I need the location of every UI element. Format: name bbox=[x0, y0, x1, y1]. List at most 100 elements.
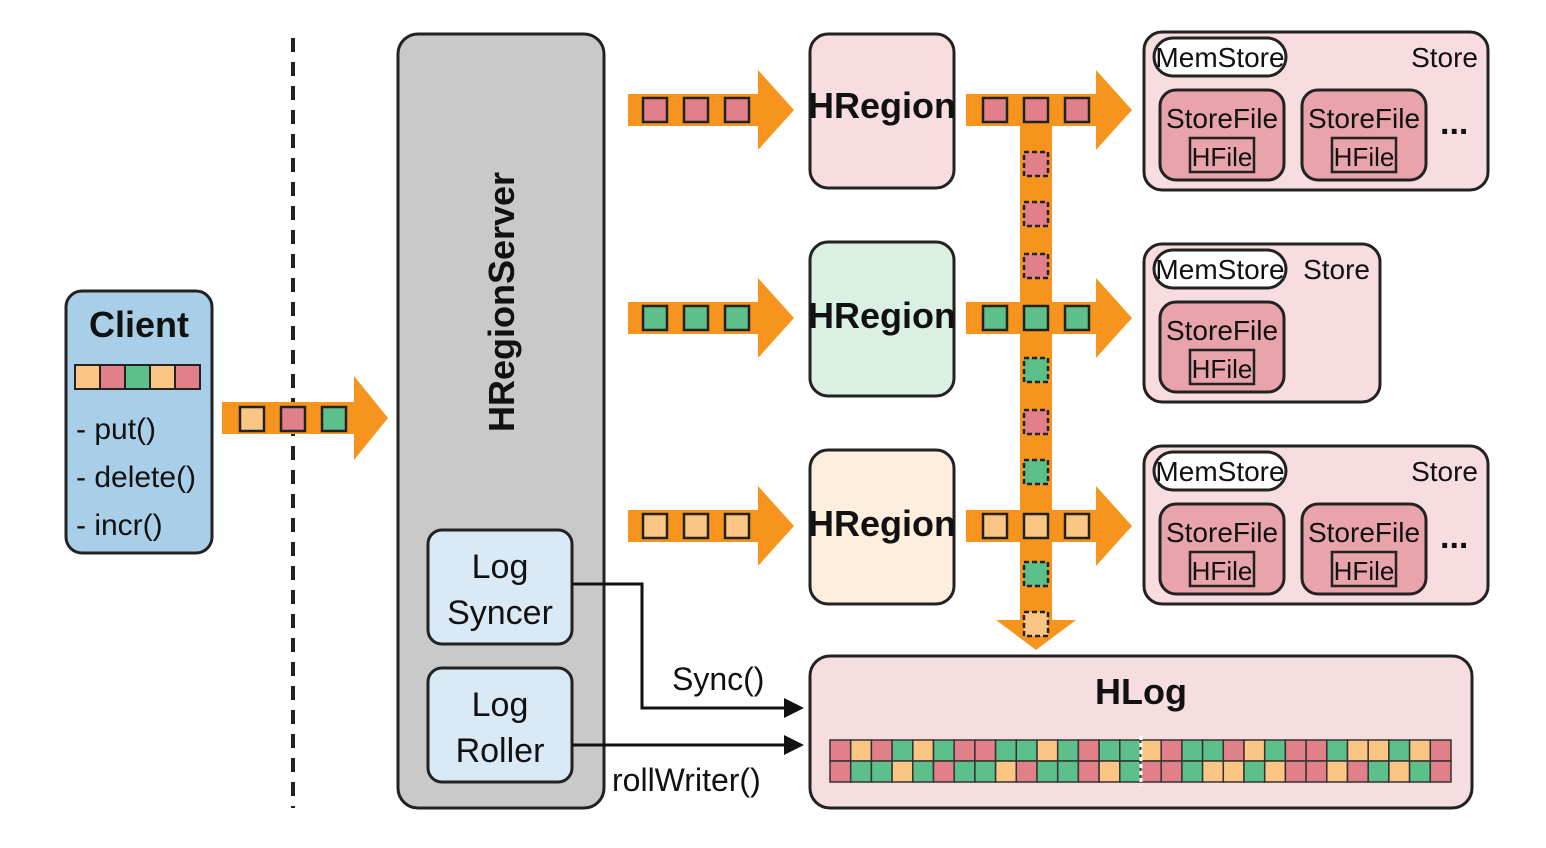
log-syncer-label-1: Log bbox=[472, 548, 529, 586]
store-box: MemStore Store StoreFile HFile StoreFile… bbox=[1142, 30, 1490, 192]
hregionserver-title: HRegionServer bbox=[481, 172, 522, 432]
hlog-entry-cell bbox=[1056, 760, 1080, 783]
hlog-entry-cell bbox=[1243, 760, 1266, 783]
memstore-label: MemStore bbox=[1155, 42, 1284, 73]
hlog-entry-cell bbox=[1181, 739, 1204, 762]
server-to-region-arrow bbox=[628, 486, 794, 566]
hlog-entry-cell bbox=[953, 760, 976, 783]
hlog-entry-cell bbox=[1326, 760, 1349, 783]
hlog-entry-cell bbox=[870, 760, 893, 783]
hlog-entry-cell bbox=[1346, 760, 1369, 783]
storefile-box: StoreFile HFile bbox=[1158, 502, 1286, 596]
store-label: Store bbox=[1411, 42, 1478, 73]
store-box: MemStore Store StoreFile HFile StoreFile… bbox=[1142, 444, 1490, 606]
hlog-entry-cell bbox=[1201, 739, 1225, 762]
memstore-label: MemStore bbox=[1155, 254, 1284, 285]
hlog-entry-cell bbox=[1388, 760, 1411, 783]
hlog-entry-cell bbox=[1201, 760, 1225, 783]
more-storefiles-ellipsis: ... bbox=[1440, 104, 1468, 142]
hlog-entry-cell bbox=[1098, 760, 1121, 783]
hlog-entry-cell bbox=[994, 760, 1018, 783]
client-title: Client bbox=[89, 304, 189, 345]
hlog-entry-cell bbox=[1408, 739, 1432, 762]
hlog-entry-cell bbox=[870, 739, 893, 762]
hlog-entry-cell bbox=[1077, 760, 1100, 783]
hlog-entry-strip bbox=[829, 736, 1452, 786]
hregion-box: HRegion bbox=[808, 448, 956, 606]
hlog-entry-cell bbox=[1139, 739, 1162, 762]
storefile-box: StoreFile HFile bbox=[1300, 88, 1428, 182]
hregion-label: HRegion bbox=[808, 85, 956, 126]
hfile-label: HFile bbox=[1334, 556, 1395, 586]
log-roller-box: Log Roller bbox=[426, 666, 574, 784]
hlog-entry-cell bbox=[849, 739, 873, 762]
storefile-label: StoreFile bbox=[1166, 315, 1278, 346]
hlog-entry-cell bbox=[912, 739, 935, 762]
server-to-region-arrow bbox=[628, 70, 794, 150]
storefile-box: StoreFile HFile bbox=[1158, 300, 1286, 394]
log-roller-label-1: Log bbox=[472, 686, 529, 724]
hlog-entry-cell bbox=[974, 760, 997, 783]
log-syncer-box: Log Syncer bbox=[426, 528, 574, 646]
hlog-entry-cell bbox=[1243, 739, 1266, 762]
hfile-label: HFile bbox=[1192, 556, 1253, 586]
hlog-entry-cell bbox=[1305, 760, 1328, 783]
storefile-label: StoreFile bbox=[1166, 517, 1278, 548]
hlog-box: HLog bbox=[808, 654, 1474, 810]
hregion-label: HRegion bbox=[808, 503, 956, 544]
hlog-entry-cell bbox=[1367, 760, 1390, 783]
hlog-entry-cell bbox=[1222, 760, 1245, 783]
hlog-entry-cell bbox=[1139, 760, 1162, 783]
hlog-entry-cell bbox=[1305, 739, 1328, 762]
client-method-put: - put() bbox=[76, 413, 156, 446]
sync-label: Sync() bbox=[672, 661, 764, 697]
hlog-entry-cell bbox=[1284, 739, 1307, 762]
hlog-entry-cell bbox=[1429, 760, 1452, 783]
roll-writer-label: rollWriter() bbox=[612, 762, 761, 798]
store-label: Store bbox=[1303, 254, 1370, 285]
hlog-entry-cell bbox=[1326, 739, 1349, 762]
hlog-entry-cell bbox=[1346, 739, 1369, 762]
region-to-store-arrow bbox=[966, 70, 1132, 150]
storefile-label: StoreFile bbox=[1308, 517, 1420, 548]
hlog-entry-cell bbox=[1098, 739, 1121, 762]
hlog-entry-cell bbox=[1119, 739, 1142, 762]
hlog-entry-cell bbox=[829, 760, 852, 783]
server-to-region-arrow bbox=[628, 278, 794, 358]
hlog-entry-cell bbox=[1181, 760, 1204, 783]
log-roller-label-2: Roller bbox=[456, 732, 545, 770]
region-row-1: HRegion MemStore Store StoreFile HFile S… bbox=[628, 30, 1490, 192]
hlog-entry-cell bbox=[1263, 760, 1287, 783]
hregion-box: HRegion bbox=[808, 240, 956, 398]
hlog-entry-cell bbox=[891, 760, 914, 783]
roll-writer-arrow: rollWriter() bbox=[572, 735, 804, 798]
hlog-entry-cell bbox=[1429, 739, 1452, 762]
hlog-entry-cell bbox=[1284, 760, 1307, 783]
hlog-entry-cell bbox=[1160, 760, 1183, 783]
hfile-label: HFile bbox=[1334, 142, 1395, 172]
region-to-store-arrow bbox=[966, 486, 1132, 566]
region-row-2: HRegion MemStore Store StoreFile HFile bbox=[628, 240, 1382, 404]
region-row-3: HRegion MemStore Store StoreFile HFile S… bbox=[628, 444, 1490, 606]
hlog-entry-cell bbox=[1077, 739, 1100, 762]
hlog-entry-cell bbox=[891, 739, 914, 762]
hlog-entry-cell bbox=[912, 760, 935, 783]
hlog-entry-cell bbox=[1408, 760, 1432, 783]
hlog-entry-cell bbox=[849, 760, 873, 783]
sync-arrow: Sync() bbox=[572, 582, 804, 718]
hlog-entry-cell bbox=[1015, 739, 1038, 762]
hlog-entry-cell bbox=[1160, 739, 1183, 762]
hlog-entry-cell bbox=[1015, 760, 1038, 783]
hlog-title: HLog bbox=[1095, 671, 1187, 712]
hlog-entry-cell bbox=[1367, 739, 1390, 762]
client-key-strip bbox=[74, 364, 201, 390]
hregion-label: HRegion bbox=[808, 295, 956, 336]
memstore-label: MemStore bbox=[1155, 456, 1284, 487]
more-storefiles-ellipsis: ... bbox=[1440, 518, 1468, 556]
client-method-incr: - incr() bbox=[76, 509, 163, 542]
hlog-entry-cell bbox=[953, 739, 976, 762]
storefile-box: StoreFile HFile bbox=[1300, 502, 1428, 596]
hlog-entry-cell bbox=[932, 739, 955, 762]
client-box: Client - put() - delete() - incr() bbox=[64, 289, 214, 555]
store-label: Store bbox=[1411, 456, 1478, 487]
